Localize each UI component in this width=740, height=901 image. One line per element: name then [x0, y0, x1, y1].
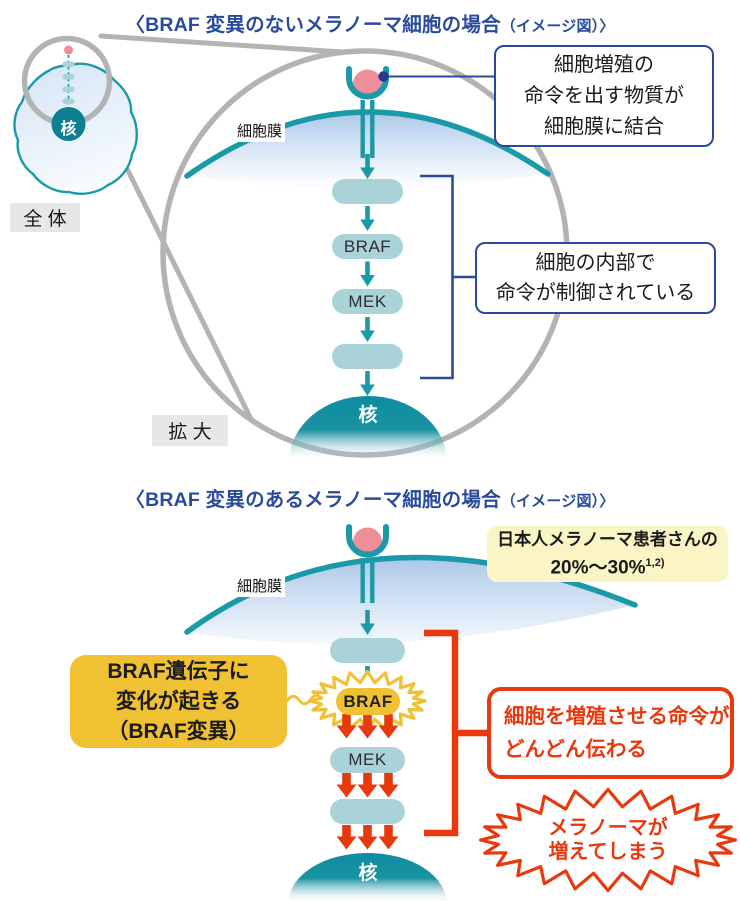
panel-normal-title: 〈BRAF 変異のないメラノーマ細胞の場合（イメージ図）〉: [0, 8, 740, 37]
reference-superscript: 1,2): [645, 557, 665, 570]
outcome-burst-text: メラノーマが 増えてしまう: [508, 817, 708, 864]
proliferation-bracket: [424, 629, 487, 837]
nucleus-label: 核: [358, 405, 378, 426]
mini-ligand-dot: [64, 45, 73, 55]
mutation-callout-line: 変化が起きる: [115, 689, 242, 713]
receptor: [346, 524, 389, 603]
panel-normal-graphics: [13, 33, 570, 470]
mutation-callout-line: （BRAF変異）: [107, 719, 250, 743]
magnify-tag: 拡 大: [152, 415, 228, 446]
panel-normal-title-main: 〈BRAF 変異のないメラノーマ細胞の場合: [125, 14, 501, 36]
outcome-burst-shape: [478, 787, 738, 893]
cascade-node-1: [330, 638, 405, 663]
outcome-burst-line: メラノーマが: [548, 817, 668, 839]
proliferation-callout-line: 細胞を増殖させる命令が: [504, 705, 730, 728]
cascade-node-braf: BRAF: [332, 234, 403, 259]
nucleus-label: 核: [358, 863, 378, 884]
mutation-callout-box: BRAF遺伝子に 変化が起きる （BRAF変異）: [70, 655, 287, 748]
cascade-node-1: [332, 179, 403, 204]
ligand-ball: [353, 527, 382, 557]
control-callout-line: 細胞の内部で: [535, 252, 656, 274]
ligand-callout-line: 命令を出す物質が: [524, 84, 684, 107]
control-callout-box: 細胞の内部で 命令が制御されている: [475, 242, 716, 314]
ligand-callout-line: 細胞増殖の: [554, 53, 654, 76]
control-bracket: [420, 174, 476, 380]
nucleus-dome: [288, 853, 447, 901]
panel-normal-title-note: （イメージ図）〉: [500, 18, 615, 35]
patient-stat-box: 日本人メラノーマ患者さんの 20%〜30%1,2): [487, 526, 728, 582]
cascade-node-4: [332, 344, 403, 369]
magnifier-connector-lines: [94, 33, 345, 422]
overview-nucleus-label: 核: [60, 121, 77, 138]
panel-mutated-title-note: （イメージ図）〉: [500, 493, 615, 510]
cascade-node-4: [330, 799, 405, 824]
ligand-ball: [353, 69, 382, 99]
ligand-callout-line: 細胞膜に結合: [544, 115, 664, 138]
outcome-burst-line: 増えてしまう: [548, 840, 668, 863]
panel-mutated-title-main: 〈BRAF 変異のあるメラノーマ細胞の場合: [125, 489, 501, 511]
cascade-node-mek: MEK: [330, 747, 405, 773]
cascade-node-mek: MEK: [332, 289, 403, 314]
panel-mutated-graphics: [184, 524, 738, 901]
mini-nucleus-circle: [51, 107, 86, 141]
mini-signal-path: [51, 45, 86, 141]
overview-tag: 全 体: [10, 203, 80, 232]
receptor: [346, 66, 389, 158]
patient-stat-line: 日本人メラノーマ患者さんの: [497, 530, 718, 550]
signal-arrows-red: [336, 714, 399, 850]
membrane-label: 細胞膜: [234, 119, 286, 142]
control-callout-line: 命令が制御されている: [495, 282, 696, 304]
nucleus-dome: [289, 396, 447, 470]
proliferation-callout-box: 細胞を増殖させる命令が どんどん伝わる: [487, 687, 734, 779]
membrane-label: 細胞膜: [234, 574, 286, 597]
cascade-node-braf-mutated: BRAF: [336, 688, 400, 715]
percent-value: 20%〜30%: [550, 557, 646, 579]
panel-mutated-title: 〈BRAF 変異のあるメラノーマ細胞の場合（イメージ図）〉: [0, 483, 740, 512]
ligand-callout-box: 細胞増殖の 命令を出す物質が 細胞膜に結合: [494, 45, 714, 147]
signal-substance-dot: [378, 71, 389, 82]
proliferation-callout-line: どんどん伝わる: [504, 738, 647, 761]
patient-stat-percent: 20%〜30%1,2): [550, 552, 664, 579]
mutation-callout-line: BRAF遺伝子に: [107, 659, 250, 683]
